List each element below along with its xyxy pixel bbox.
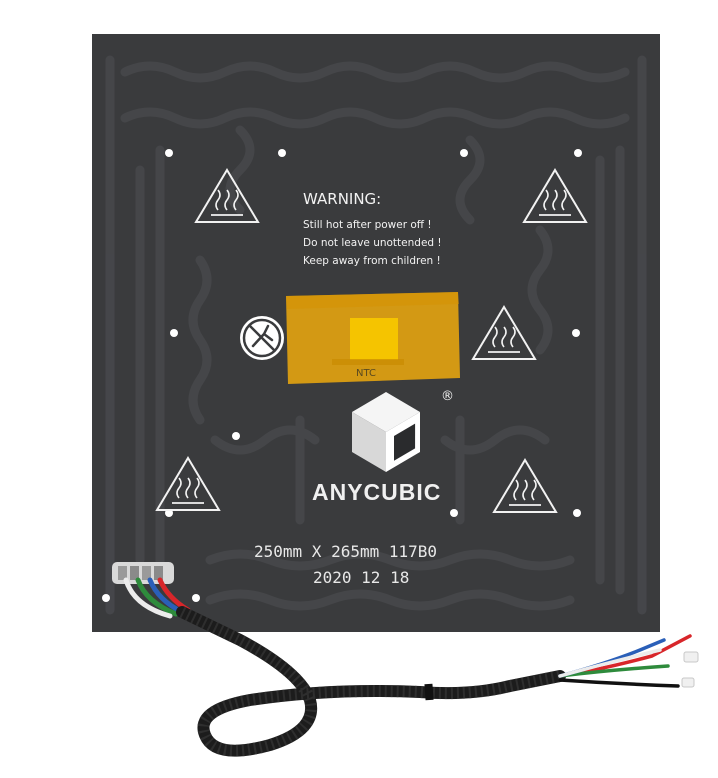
mounting-hole — [192, 594, 200, 602]
hot-surface-warning-icon — [155, 456, 221, 511]
mounting-hole — [278, 149, 286, 157]
date-label: 2020 12 18 — [313, 568, 409, 587]
warning-line: Keep away from children ! — [303, 255, 441, 267]
cable-end-connector — [683, 651, 699, 663]
heater-trace-pattern — [105, 55, 647, 615]
cable-sleeve — [176, 606, 566, 757]
cable-end-connector — [681, 677, 695, 688]
mounting-holes — [102, 149, 582, 602]
warning-title: WARNING: — [303, 190, 381, 208]
mounting-hole — [573, 509, 581, 517]
anycubic-cube-logo-icon — [352, 392, 420, 472]
brand-name: ANYCUBIC — [312, 479, 441, 505]
hot-surface-warning-icon — [194, 168, 260, 223]
mounting-hole — [170, 329, 178, 337]
mounting-hole — [574, 149, 582, 157]
cable-tie — [424, 683, 434, 701]
mounting-hole — [232, 432, 240, 440]
thermistor-pad — [350, 318, 398, 360]
hot-surface-warning-icon — [492, 458, 558, 513]
warning-line: Still hot after power off ! — [303, 219, 432, 231]
thermistor-label: NTC — [356, 368, 376, 379]
hot-surface-warning-icon — [471, 305, 537, 360]
warning-line: Do not leave unottended ! — [303, 237, 442, 249]
hot-surface-warning-icon — [522, 168, 588, 223]
mounting-hole — [102, 594, 110, 602]
solder-connector — [112, 562, 174, 584]
mounting-hole — [572, 329, 580, 337]
size-label: 250mm X 265mm 117B0 — [254, 542, 437, 561]
mounting-hole — [450, 509, 458, 517]
cable-end-wires — [558, 634, 692, 688]
mounting-hole — [165, 149, 173, 157]
kapton-tape-with-thermistor: NTC — [286, 292, 460, 384]
registered-mark: ® — [441, 389, 454, 404]
no-touch-prohibition-icon — [240, 316, 284, 360]
mounting-hole — [460, 149, 468, 157]
